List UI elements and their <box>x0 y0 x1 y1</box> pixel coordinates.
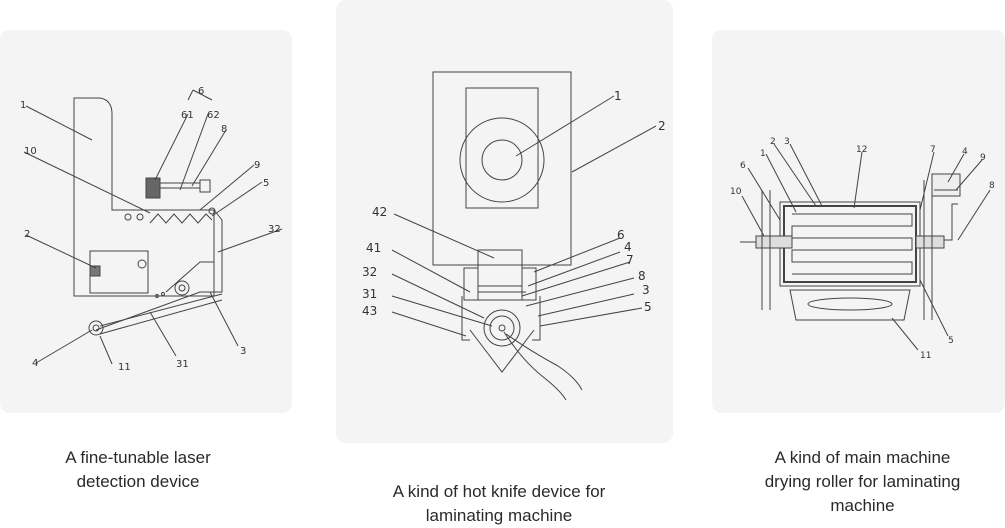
callout-label: 43 <box>362 304 377 318</box>
caption-line: drying roller for laminating <box>764 472 961 491</box>
caption-laser-detection: A fine-tunable laser detection device <box>0 446 276 494</box>
laser-detection-device-drawing: 1 6 61 62 8 10 9 5 32 2 4 11 31 3 <box>20 86 283 373</box>
callout-label: 32 <box>362 265 377 279</box>
callout-label: 62 <box>207 110 220 121</box>
caption-line: detection device <box>76 472 200 491</box>
callout-label: 31 <box>362 287 377 301</box>
callout-label: 12 <box>856 145 867 155</box>
callout-label: 3 <box>240 346 246 357</box>
callout-label: 32 <box>268 224 281 235</box>
caption-line: A fine-tunable laser <box>65 448 211 467</box>
caption-line: laminating machine <box>425 506 573 525</box>
callout-label: 61 <box>181 110 194 121</box>
callout-label: 5 <box>263 178 269 189</box>
diagram-card-hot-knife: 1 2 42 6 4 41 7 32 8 31 3 43 5 <box>336 0 673 443</box>
callout-label: 31 <box>176 359 189 370</box>
callout-label: 1 <box>614 89 622 103</box>
callout-label: 8 <box>989 181 995 191</box>
caption-line: A kind of main machine <box>774 448 951 467</box>
callout-label: 3 <box>784 137 790 147</box>
callout-label: 10 <box>730 187 742 197</box>
callout-label: 5 <box>948 336 954 346</box>
hot-knife-device-drawing: 1 2 42 6 4 41 7 32 8 31 3 43 5 <box>362 71 666 401</box>
callout-label: 1 <box>20 100 26 111</box>
callout-label: 8 <box>221 124 227 135</box>
caption-drying-roller: A kind of main machine drying roller for… <box>712 446 1005 518</box>
callout-label: 2 <box>658 119 666 133</box>
callout-label: 7 <box>930 145 936 155</box>
callout-label: 4 <box>962 147 968 157</box>
callout-label: 10 <box>24 146 37 157</box>
caption-line: machine <box>830 496 895 515</box>
callout-label: 4 <box>624 240 632 254</box>
callout-label: 6 <box>740 161 746 171</box>
callout-label: 42 <box>372 205 387 219</box>
callout-label: 6 <box>617 228 625 242</box>
diagram-card-drying-roller: 2 3 12 7 4 9 1 6 8 10 5 11 <box>712 30 1005 413</box>
callout-label: 1 <box>760 149 766 159</box>
callout-label: 8 <box>638 269 646 283</box>
diagram-card-laser-detection: 1 6 61 62 8 10 9 5 32 2 4 11 31 3 <box>0 30 292 413</box>
callout-label: 11 <box>920 351 931 361</box>
callout-label: 5 <box>644 300 652 314</box>
callout-label: 6 <box>198 86 204 97</box>
caption-hot-knife: A kind of hot knife device for laminatin… <box>336 480 662 528</box>
drying-roller-drawing: 2 3 12 7 4 9 1 6 8 10 5 11 <box>730 137 995 361</box>
callout-label: 2 <box>770 137 776 147</box>
caption-line: A kind of hot knife device for <box>392 482 606 501</box>
callout-label: 41 <box>366 241 381 255</box>
callout-label: 9 <box>254 160 260 171</box>
callout-label: 9 <box>980 153 986 163</box>
callout-label: 7 <box>626 253 634 267</box>
callout-label: 11 <box>118 362 131 373</box>
callout-label: 2 <box>24 229 30 240</box>
callout-label: 4 <box>32 358 38 369</box>
callout-label: 3 <box>642 283 650 297</box>
